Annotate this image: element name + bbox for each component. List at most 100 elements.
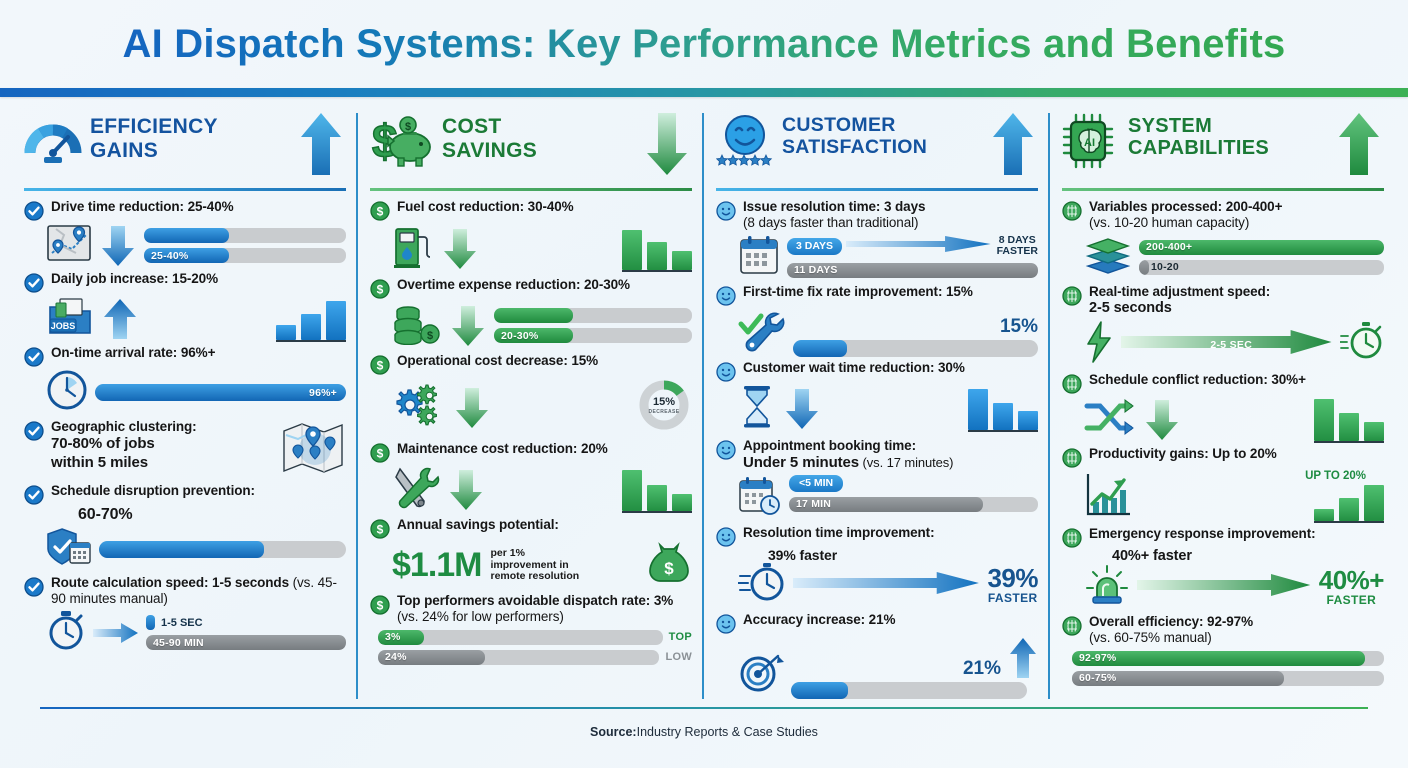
bar-row: 45-90 MIN bbox=[146, 635, 346, 651]
metric-item: $ Annual savings potential: $1.1M per 1%… bbox=[370, 517, 692, 590]
check-circle-icon bbox=[24, 347, 44, 367]
brain-circle-icon bbox=[1062, 286, 1082, 306]
down-arrow-icon bbox=[644, 111, 690, 177]
bar-row: 11 DAYS bbox=[787, 262, 1038, 278]
metric-item: $ Top performers avoidable dispatch rate… bbox=[370, 593, 692, 665]
metric-text: Productivity gains: Up to 20% bbox=[1089, 446, 1277, 462]
up-arrow-icon bbox=[990, 111, 1036, 177]
bar-group: 25-40% bbox=[144, 228, 346, 263]
bar-label: 96%+ bbox=[309, 386, 337, 399]
stat-value: 40%+ bbox=[1318, 564, 1385, 595]
column-header: CUSTOMER SATISFACTION bbox=[715, 111, 1038, 187]
svg-text:AI: AI bbox=[1084, 137, 1095, 149]
layers-icon bbox=[1084, 234, 1132, 281]
metric-note: (vs. 10-20 human capacity) bbox=[1089, 215, 1250, 231]
check-circle-icon bbox=[24, 576, 44, 597]
up-arrow-icon bbox=[1336, 111, 1382, 177]
bar-track: 24% bbox=[378, 649, 660, 665]
column-title-line2: CAPABILITIES bbox=[1128, 137, 1270, 160]
bar-row: 3% TOP bbox=[378, 629, 692, 645]
brain-circle-icon bbox=[1062, 528, 1082, 548]
svg-text:JOBS: JOBS bbox=[51, 321, 76, 331]
bar-label: 1-5 SEC bbox=[161, 616, 203, 629]
column-title-line1: EFFICIENCY bbox=[90, 115, 218, 138]
down-arrow-icon bbox=[447, 468, 485, 512]
column-title-line1: CUSTOMER bbox=[782, 114, 896, 136]
column-title: SYSTEM CAPABILITIES bbox=[1128, 111, 1269, 160]
map-route-icon bbox=[46, 223, 92, 268]
metric-text: Customer wait time reduction: 30% bbox=[743, 359, 965, 375]
map-pins-icon bbox=[280, 419, 346, 480]
metric-item: Variables processed: 200-400+ (vs. 10-20… bbox=[1062, 199, 1384, 281]
stopwatch-icon bbox=[46, 609, 86, 656]
bar-group bbox=[99, 540, 346, 558]
brain-circle-icon bbox=[1062, 448, 1082, 468]
metric-note: (vs. 45-90 minutes manual) bbox=[51, 574, 337, 606]
metric-text: First-time fix rate improvement: 15% bbox=[743, 283, 973, 299]
bar-group: 20-30% bbox=[494, 308, 692, 343]
dollar-circle-icon: $ bbox=[370, 443, 390, 463]
footer: Source: Industry Reports & Case Studies bbox=[0, 709, 1408, 755]
column-customer-satisfaction: CUSTOMER SATISFACTION Issue resolution t… bbox=[702, 107, 1050, 707]
column-efficiency-gains: EFFICIENCY GAINS Drive time reduction: 2… bbox=[12, 107, 358, 707]
metric-item: Drive time reduction: 25-40% bbox=[24, 199, 346, 268]
metric-text: Real-time adjustment speed: bbox=[1089, 283, 1271, 299]
brain-circle-icon bbox=[1062, 374, 1082, 394]
column-title: COST SAVINGS bbox=[442, 111, 537, 162]
tools-icon bbox=[392, 465, 440, 514]
metric-value: 60-70% bbox=[78, 506, 133, 523]
donut-chart: 15% DECREASE bbox=[636, 377, 692, 438]
column-title: EFFICIENCY GAINS bbox=[90, 111, 218, 162]
svg-text:$: $ bbox=[377, 447, 384, 461]
note-line1: per 1% bbox=[490, 546, 525, 559]
metric-item: $ Overtime expense reduction: 20-30% $ bbox=[370, 277, 692, 350]
mini-bar-chart bbox=[276, 296, 346, 342]
check-circle-icon bbox=[24, 201, 44, 221]
bar-label: 200-400+ bbox=[1146, 241, 1193, 254]
money-bag-icon: $ bbox=[646, 541, 692, 590]
metric-item: First-time fix rate improvement: 15% 15% bbox=[716, 284, 1038, 357]
svg-text:$: $ bbox=[372, 115, 398, 167]
column-title-line2: SAVINGS bbox=[442, 138, 538, 162]
stat-block: 39% FASTER bbox=[987, 562, 1038, 605]
brain-circle-icon bbox=[1062, 616, 1082, 636]
column-title: CUSTOMER SATISFACTION bbox=[782, 111, 927, 159]
metric-text-line2: Under 5 minutes (vs. 17 minutes) bbox=[743, 454, 954, 472]
down-arrow-icon bbox=[99, 224, 137, 268]
ai-chip-brain-icon: AI bbox=[1062, 113, 1120, 171]
bar-row: 200-400+ bbox=[1139, 239, 1384, 255]
metric-text-line1: Route calculation speed: 1-5 bbox=[51, 574, 232, 590]
metric-text: Daily job increase: 15-20% bbox=[51, 271, 218, 286]
svg-text:$: $ bbox=[427, 330, 433, 342]
big-value-note: per 1% improvement in remote resolution bbox=[490, 546, 580, 584]
column-header: EFFICIENCY GAINS bbox=[24, 111, 346, 187]
metric-text-line2: 70-80% of jobs bbox=[51, 435, 155, 453]
down-arrow-icon bbox=[1143, 398, 1181, 442]
footer-label: Source: bbox=[590, 725, 637, 739]
up-arrow-icon bbox=[101, 296, 139, 342]
metric-text: Maintenance cost reduction: 20% bbox=[397, 441, 608, 456]
metric-percent: 15% bbox=[999, 315, 1038, 337]
bar-row bbox=[99, 540, 346, 558]
calendar-icon bbox=[738, 234, 780, 281]
column-rule bbox=[370, 188, 692, 191]
dollar-circle-icon: $ bbox=[370, 355, 390, 375]
metric-text: Schedule conflict reduction: 30%+ bbox=[1089, 372, 1306, 388]
bar-group: 200-400+ 10-20 bbox=[1139, 239, 1384, 275]
coins-stack-icon: $ bbox=[392, 301, 442, 350]
brain-circle-icon bbox=[1062, 201, 1082, 221]
columns-container: EFFICIENCY GAINS Drive time reduction: 2… bbox=[0, 97, 1408, 707]
metric-item: Appointment booking time: Under 5 minute… bbox=[716, 438, 1038, 522]
gears-icon bbox=[392, 382, 446, 433]
metric-note: (vs. 17 minutes) bbox=[859, 455, 954, 471]
donut-value: 15% bbox=[653, 396, 675, 408]
metric-text: Resolution time improvement: bbox=[743, 524, 935, 540]
mini-bar-chart bbox=[622, 467, 692, 513]
mini-bar-chart bbox=[622, 226, 692, 272]
stat-value: 39% bbox=[987, 562, 1038, 593]
metric-item: $ Maintenance cost reduction: 20% bbox=[370, 441, 692, 514]
bar-track: 3% bbox=[378, 629, 663, 645]
metric-text: Appointment booking time: bbox=[743, 437, 916, 453]
bar-label: 60-75% bbox=[1079, 672, 1117, 685]
metric-item: $ Fuel cost reduction: 30-40% bbox=[370, 199, 692, 274]
